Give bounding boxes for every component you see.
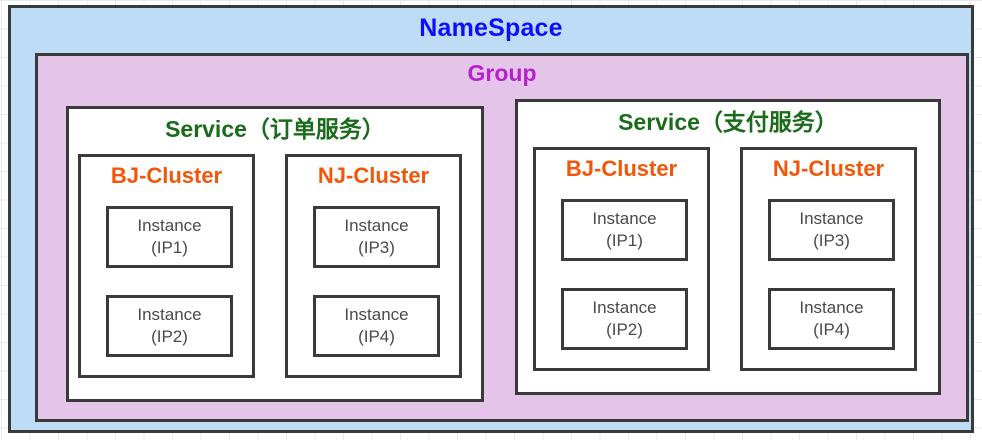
instance-name: Instance: [592, 298, 657, 317]
service-order-label: Service（订单服务）: [165, 116, 385, 142]
instance-box: Instance (IP2): [561, 288, 688, 350]
instance-ip: (IP1): [606, 231, 643, 250]
cluster-label-bj: BJ-Cluster: [565, 156, 678, 181]
service-order-container: Service（订单服务） BJ-Cluster Instance (IP1) …: [66, 106, 484, 402]
instance-box: Instance (IP2): [106, 295, 233, 357]
instance-ip: (IP1): [151, 238, 188, 257]
instance-name: Instance: [137, 305, 202, 324]
service-payment-label: Service（支付服务）: [618, 109, 838, 135]
service-payment-container: Service（支付服务） BJ-Cluster Instance (IP1) …: [515, 99, 941, 395]
cluster-label-nj: NJ-Cluster: [317, 163, 430, 188]
group-label: Group: [467, 60, 537, 86]
instance-name: Instance: [344, 216, 409, 235]
instance-name: Instance: [137, 216, 202, 235]
instance-ip: (IP3): [813, 231, 850, 250]
instance-name: Instance: [799, 209, 864, 228]
cluster-label-nj: NJ-Cluster: [772, 156, 885, 181]
instance-name: Instance: [344, 305, 409, 324]
instance-ip: (IP2): [151, 327, 188, 346]
namespace-label: NameSpace: [419, 14, 563, 42]
cluster-label-bj: BJ-Cluster: [110, 163, 223, 188]
instance-name: Instance: [799, 298, 864, 317]
instance-box: Instance (IP3): [768, 199, 895, 261]
service-order-cluster-bj: BJ-Cluster Instance (IP1) Instance (IP2): [78, 154, 255, 378]
instance-ip: (IP4): [813, 320, 850, 339]
instance-box: Instance (IP1): [561, 199, 688, 261]
group-container: Group Service（订单服务） BJ-Cluster Instance …: [35, 53, 969, 422]
instance-name: Instance: [592, 209, 657, 228]
instance-ip: (IP4): [358, 327, 395, 346]
instance-ip: (IP2): [606, 320, 643, 339]
namespace-container: NameSpace Group Service（订单服务） BJ-Cluster…: [8, 5, 974, 433]
instance-box: Instance (IP1): [106, 206, 233, 268]
service-order-cluster-nj: NJ-Cluster Instance (IP3) Instance (IP4): [285, 154, 462, 378]
instance-box: Instance (IP4): [768, 288, 895, 350]
instance-box: Instance (IP4): [313, 295, 440, 357]
service-payment-cluster-bj: BJ-Cluster Instance (IP1) Instance (IP2): [533, 147, 710, 371]
instance-box: Instance (IP3): [313, 206, 440, 268]
instance-ip: (IP3): [358, 238, 395, 257]
service-payment-cluster-nj: NJ-Cluster Instance (IP3) Instance (IP4): [740, 147, 917, 371]
